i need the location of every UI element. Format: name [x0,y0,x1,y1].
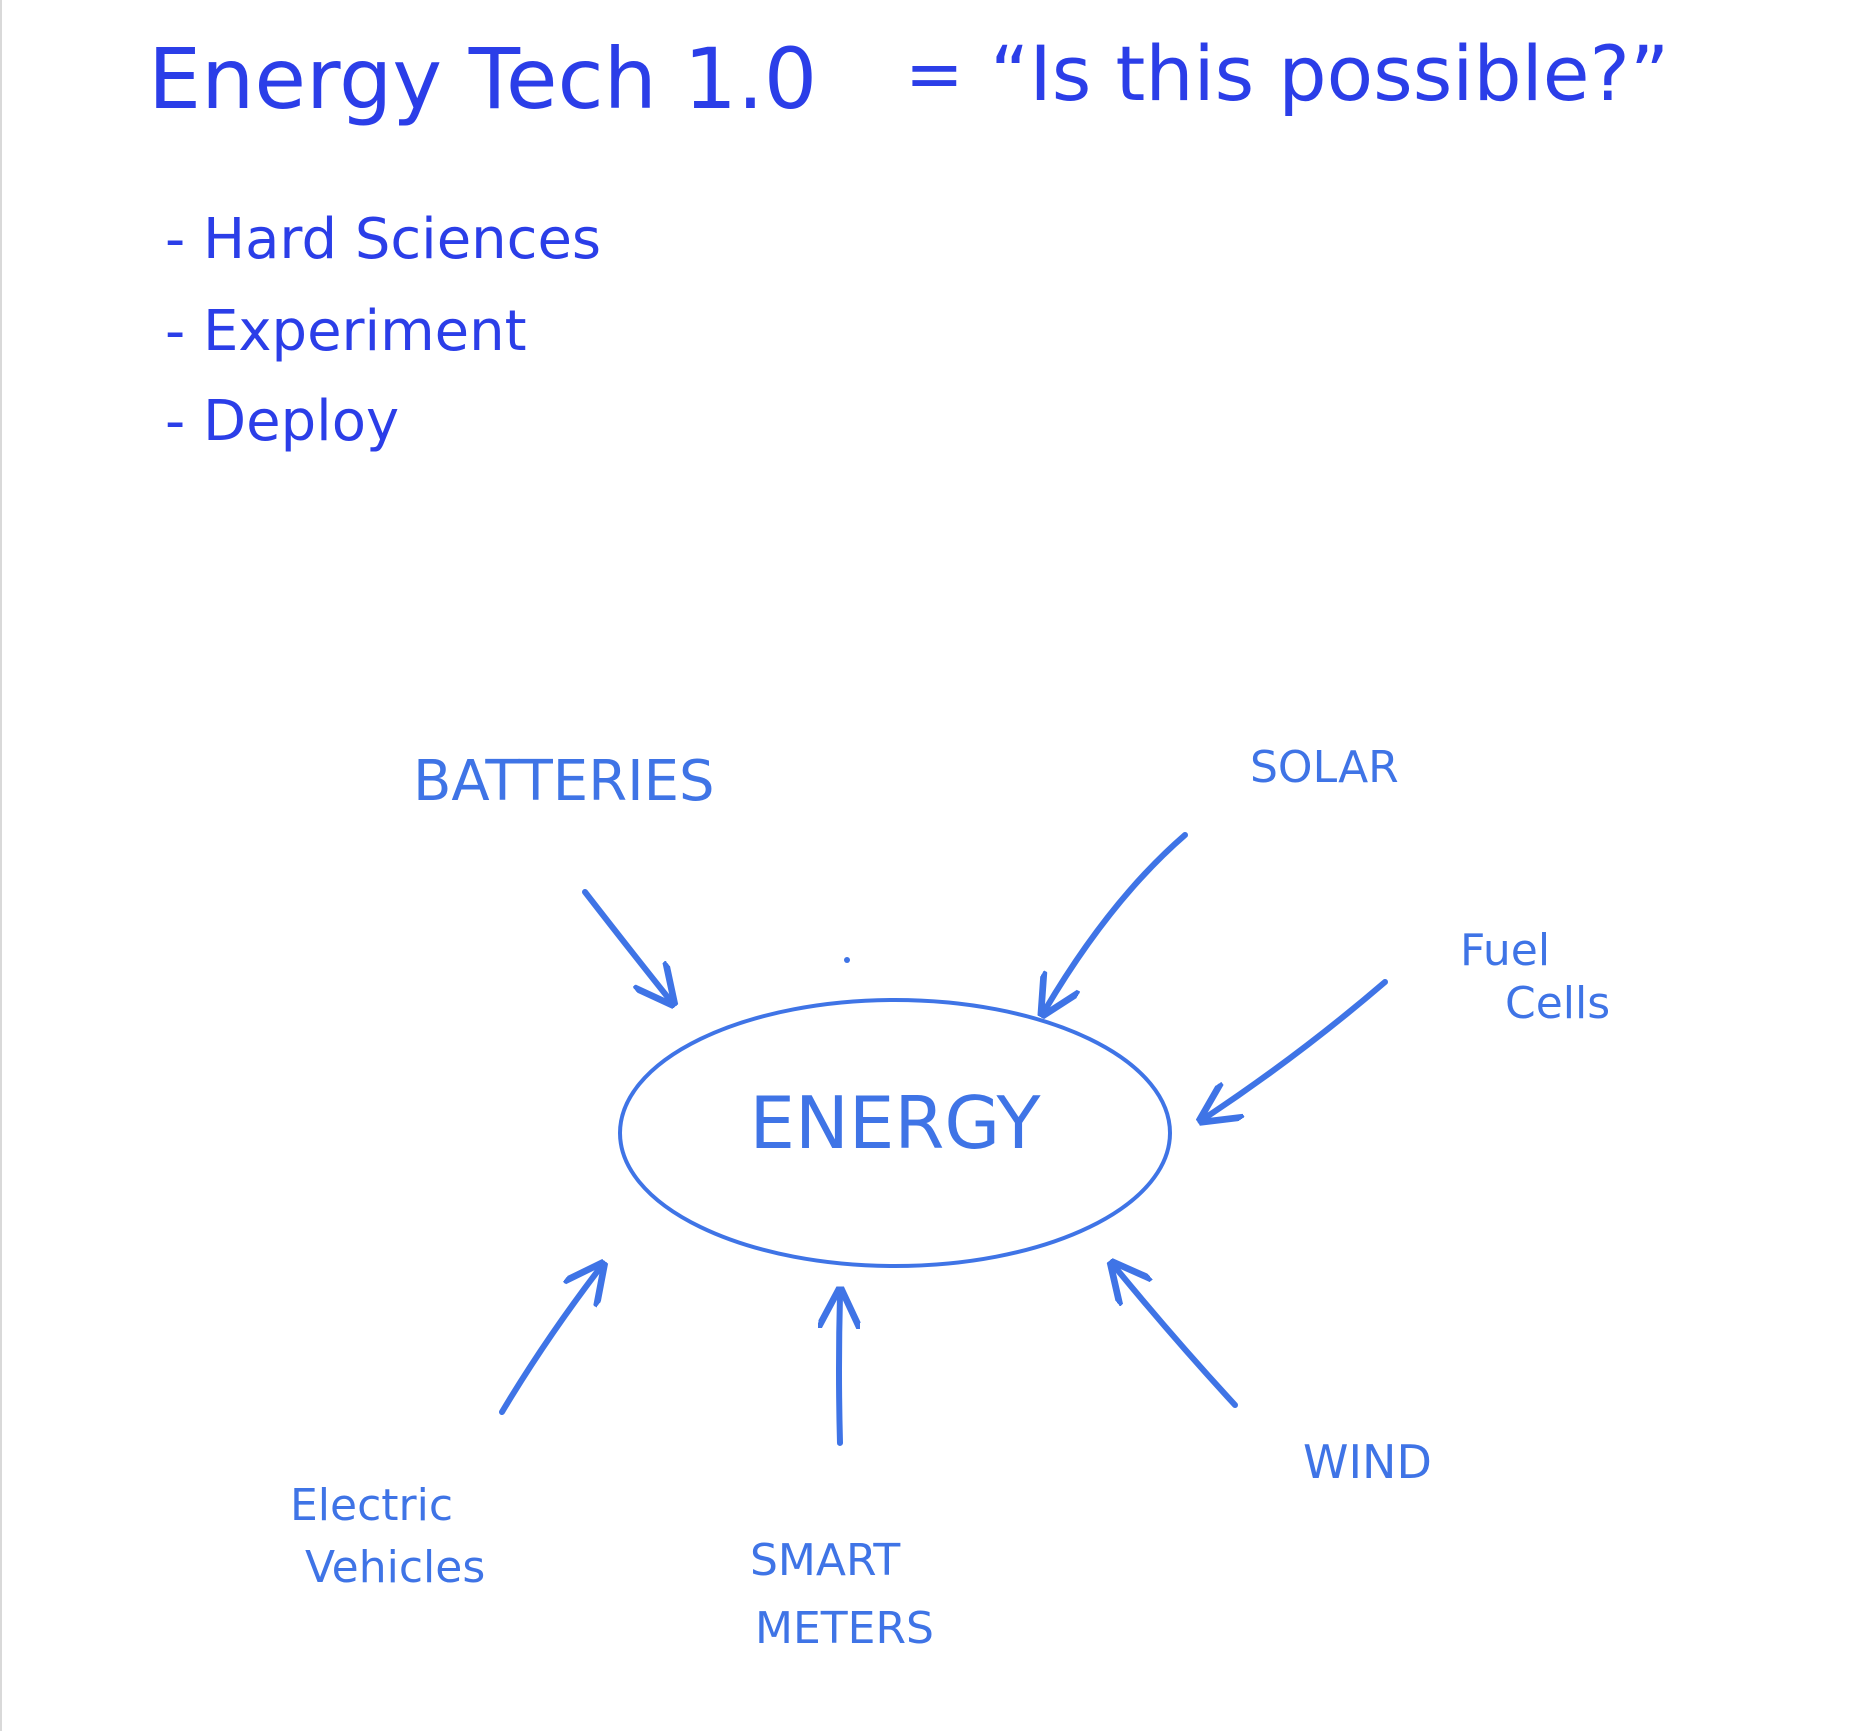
node-wind: WIND [1303,1435,1432,1489]
arrow-solar [1045,832,1188,1010]
node-electric-vehicles-line2: Vehicles [305,1542,485,1593]
arrow-batteries [582,889,670,1000]
arrow-electric-vehicles [499,1268,600,1415]
node-solar: SOLAR [1250,742,1399,793]
energy-ellipse [618,998,1172,1268]
stray-dot [844,957,850,963]
arrow-fuel-cells [1205,979,1388,1118]
node-smart-meters-line1: SMART [750,1535,900,1586]
bullet-experiment: - Experiment [165,299,527,364]
node-batteries: BATTERIES [413,749,715,814]
heading-quote: “Is this possible?” [990,29,1669,118]
heading-equals: = [905,33,964,115]
energy-label: ENERGY [749,1081,1041,1165]
arrow-smart-meters [839,1295,840,1446]
heading-title: Energy Tech 1.0 [148,30,817,128]
bullet-deploy: - Deploy [165,389,399,454]
node-electric-vehicles-line1: Electric [290,1480,453,1531]
arrow-wind [1115,1267,1238,1408]
node-fuel-cells-line2: Cells [1505,978,1610,1029]
node-fuel-cells-line1: Fuel [1460,925,1550,976]
page-left-border [0,0,2,1731]
node-smart-meters-line2: METERS [755,1603,934,1654]
bullet-hard-sciences: - Hard Sciences [165,207,601,272]
